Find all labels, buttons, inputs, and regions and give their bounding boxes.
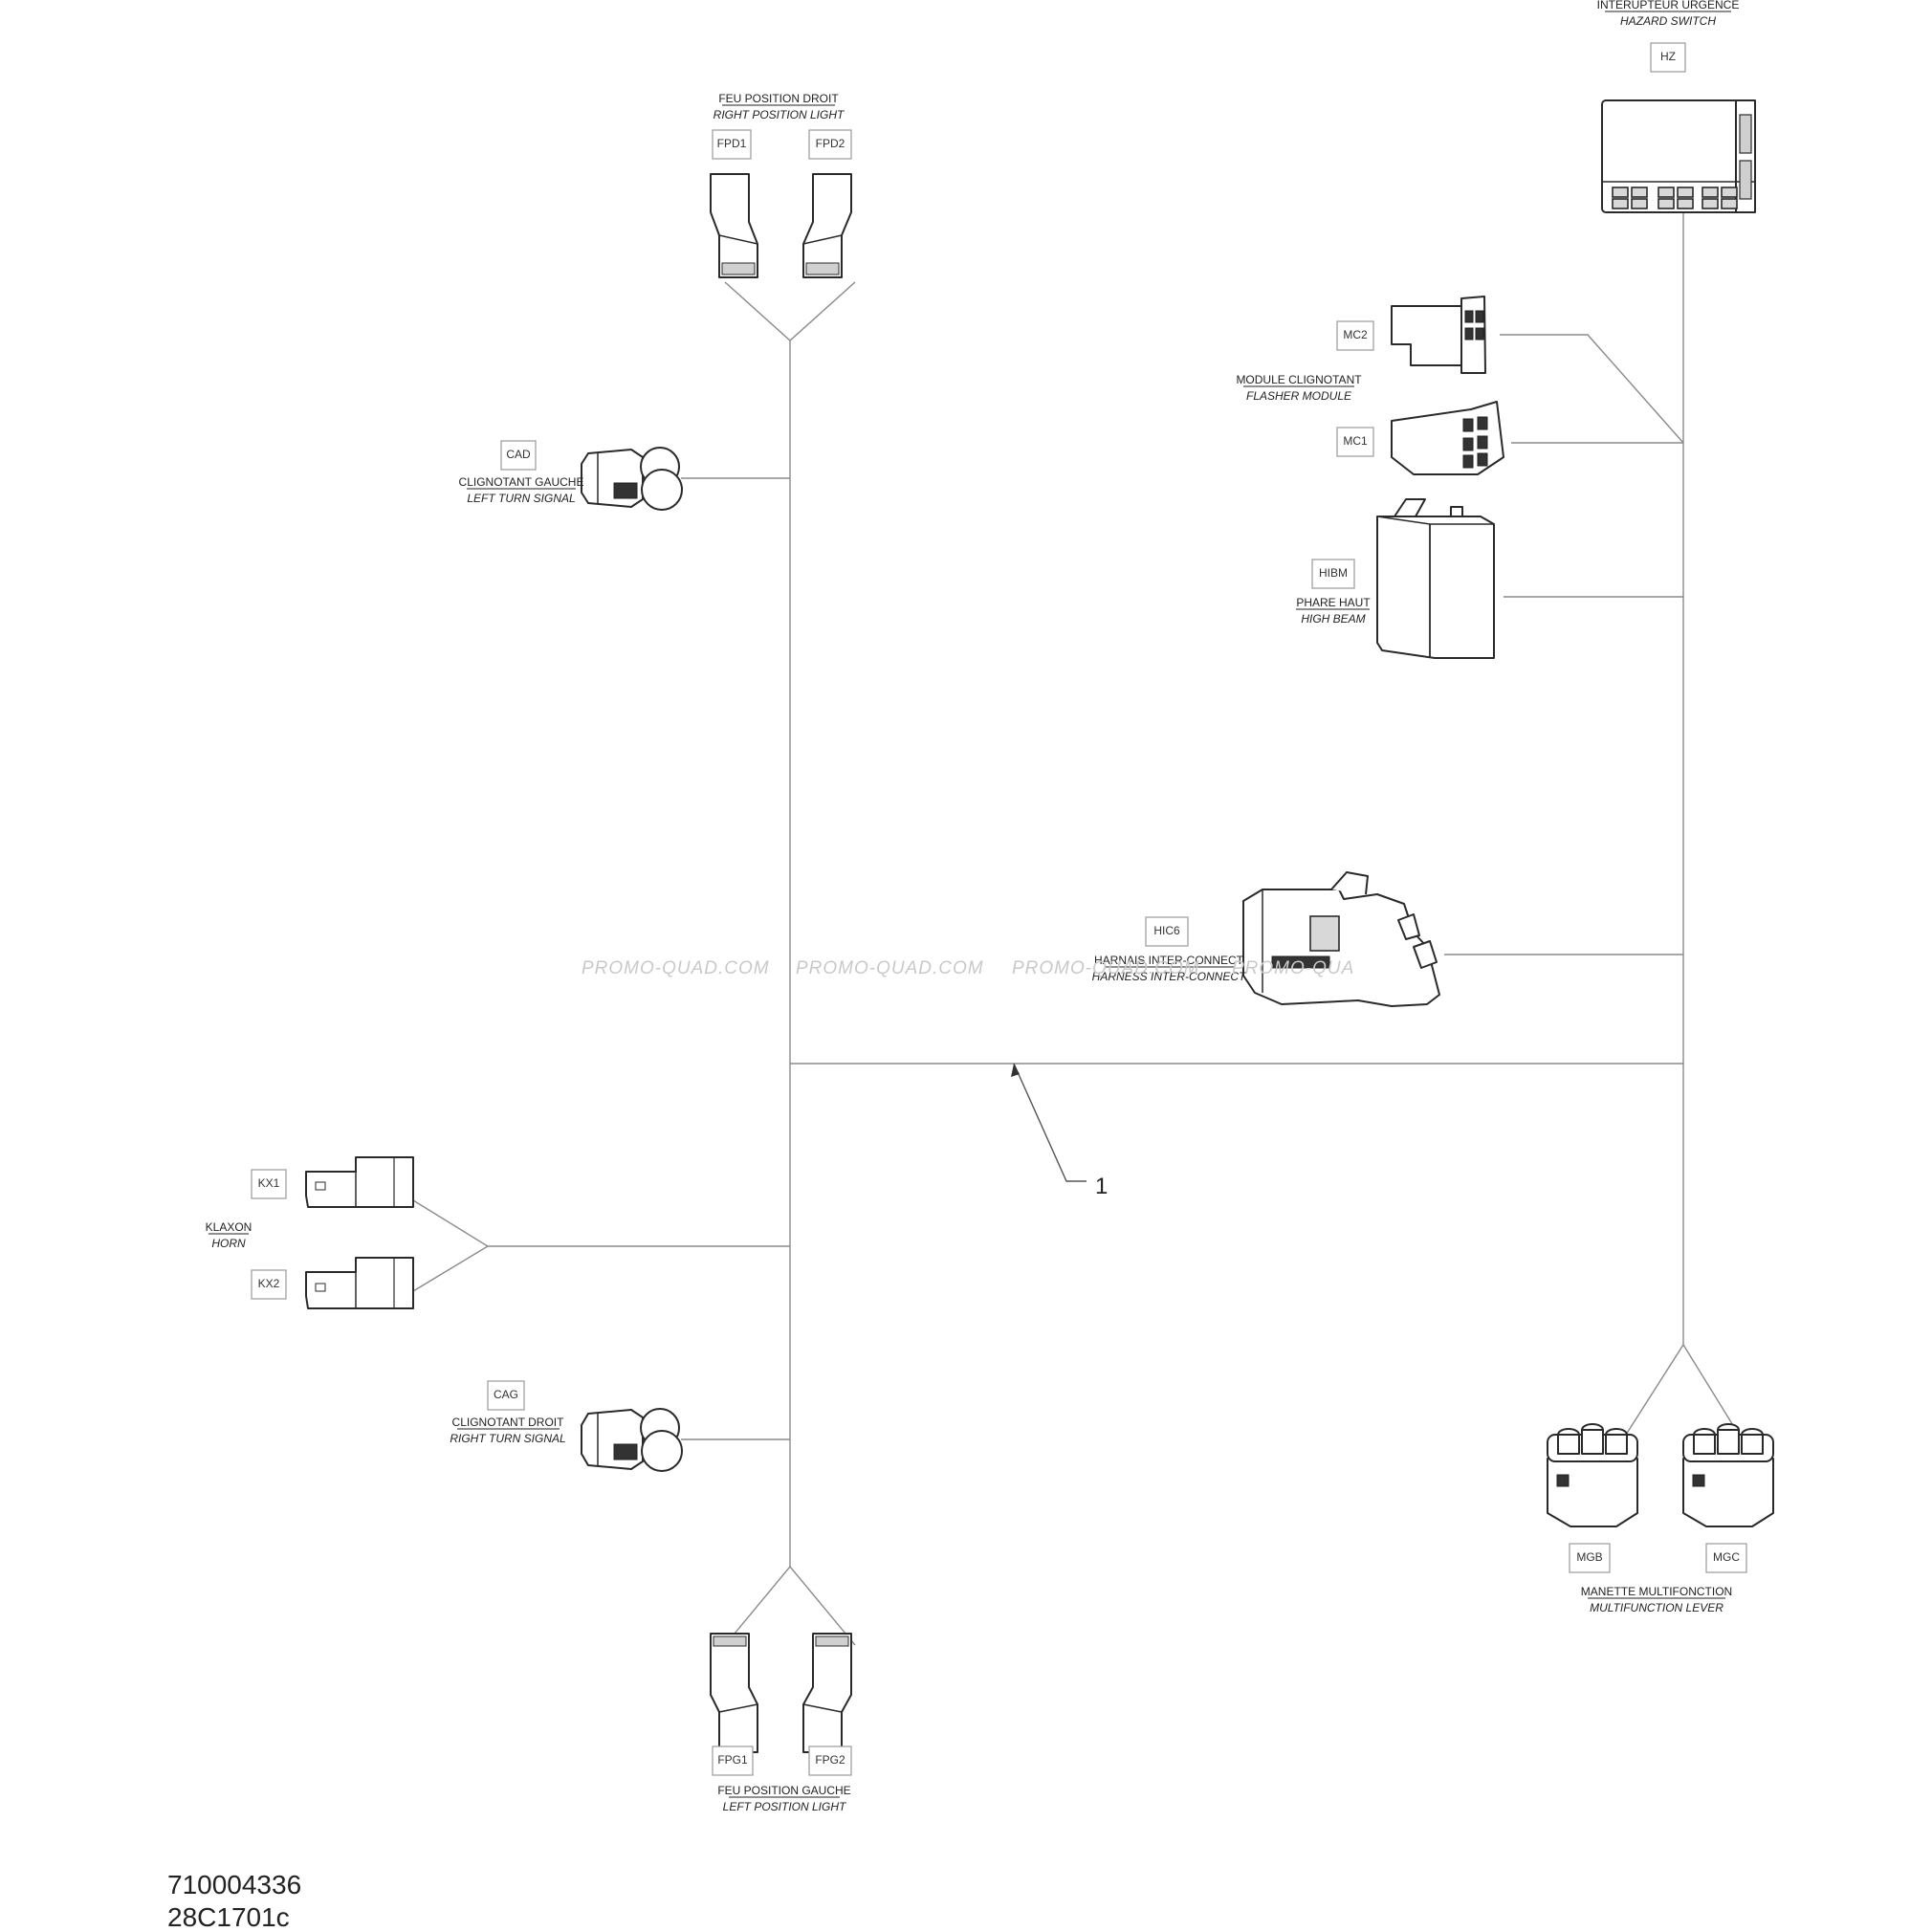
callout-number: 1 [1095,1174,1108,1199]
tag-hic6: HIC6 [1145,916,1189,947]
hic6-connector[interactable] [1242,871,1440,1007]
fpg2-connector[interactable] [802,1633,852,1753]
fpg1-connector[interactable] [710,1633,758,1753]
label-horn-en: HORN [211,1237,246,1250]
tag-cad-text: CAD [506,448,531,461]
kx1-connector[interactable] [305,1156,414,1208]
tag-hibm-text: HIBM [1319,566,1348,580]
label-left-position-light: FEU POSITION GAUCHE LEFT POSITION LIGHT [717,1784,850,1813]
tag-mgb-text: MGB [1576,1550,1602,1564]
tag-kx1-text: KX1 [258,1176,280,1190]
tag-kx1: KX1 [251,1169,287,1199]
document-id: 710004336 28C1701c [167,1870,301,1932]
watermark-text-1: PROMO-QUAD.COM [582,958,770,978]
tag-kx2: KX2 [251,1269,287,1300]
label-mfl-en: MULTIFUNCTION LEVER [1590,1601,1723,1614]
tag-cag-text: CAG [494,1388,518,1401]
label-highbeam-en: HIGH BEAM [1301,612,1365,626]
kx2-connector[interactable] [305,1257,414,1309]
watermark-text-2: PROMO-QUAD.COM [796,958,984,978]
tag-mc1-text: MC1 [1343,434,1368,448]
tag-mc1: MC1 [1336,427,1374,457]
tag-kx2-text: KX2 [258,1277,280,1290]
label-hazard-en: HAZARD SWITCH [1620,14,1716,28]
hibm-relay[interactable] [1376,498,1495,659]
label-horn: KLAXON HORN [206,1220,252,1250]
label-hazard-switch: INTERUPTEUR URGENCE HAZARD SWITCH [1597,0,1740,28]
tag-mgc-text: MGC [1713,1550,1740,1564]
drawing-code: 28C1701c [167,1902,290,1932]
tag-fpd1-text: FPD1 [717,137,747,150]
tag-mgc: MGC [1705,1543,1747,1573]
mc2-connector[interactable] [1391,296,1486,374]
label-lts-en: LEFT TURN SIGNAL [467,492,575,505]
label-rpl-fr: FEU POSITION DROIT [718,92,839,105]
fpd1-connector[interactable] [710,173,758,278]
label-harness-fr: HARNAIS INTER-CONNECT [1094,954,1244,967]
tag-fpg2: FPG2 [808,1745,852,1776]
label-flasher-module: MODULE CLIGNOTANT FLASHER MODULE [1236,373,1362,403]
label-harness-inter-connect: HARNAIS INTER-CONNECT HARNESS INTER-CONN… [1092,954,1247,983]
part-number: 710004336 [167,1870,301,1899]
fpd2-connector[interactable] [802,173,852,278]
label-right-position-light: FEU POSITION DROIT RIGHT POSITION LIGHT [714,92,845,121]
mgb-connector[interactable] [1547,1423,1638,1527]
label-lpl-fr: FEU POSITION GAUCHE [717,1784,850,1797]
label-left-turn-signal: CLIGNOTANT GAUCHE LEFT TURN SIGNAL [459,475,584,505]
tag-fpg1-text: FPG1 [717,1753,748,1767]
watermark-text-3: PROMO-QUAD.COM [1012,958,1200,978]
watermark: PROMO-QUAD.COM PROMO-QUAD.COM PROMO-QUAD… [582,958,1354,978]
label-hazard-fr: INTERUPTEUR URGENCE [1597,0,1740,11]
label-horn-fr: KLAXON [206,1220,252,1234]
tag-hz-text: HZ [1660,50,1676,63]
label-lpl-en: LEFT POSITION LIGHT [723,1800,847,1813]
tag-fpg1: FPG1 [712,1745,754,1776]
label-flasher-fr: MODULE CLIGNOTANT [1236,373,1362,386]
label-highbeam-fr: PHARE HAUT [1296,596,1371,609]
tag-mc2: MC2 [1336,320,1374,351]
callout-item-1: 1 [1011,1063,1108,1199]
tag-fpd2-text: FPD2 [816,137,845,150]
label-lts-fr: CLIGNOTANT GAUCHE [459,475,584,489]
label-right-turn-signal: CLIGNOTANT DROIT RIGHT TURN SIGNAL [450,1416,565,1445]
label-harness-en: HARNESS INTER-CONNECT [1092,970,1247,983]
hazard-switch-connector[interactable] [1601,99,1756,213]
harness-wires [412,212,1740,1646]
label-flasher-en: FLASHER MODULE [1246,389,1352,403]
label-rts-fr: CLIGNOTANT DROIT [452,1416,565,1429]
label-rts-en: RIGHT TURN SIGNAL [450,1432,565,1445]
label-high-beam: PHARE HAUT HIGH BEAM [1296,596,1371,626]
mc1-connector[interactable] [1391,401,1504,475]
label-rpl-en: RIGHT POSITION LIGHT [714,108,845,121]
tag-fpg2-text: FPG2 [815,1753,845,1767]
label-multifunction-lever: MANETTE MULTIFONCTION MULTIFUNCTION LEVE… [1581,1585,1732,1614]
label-mfl-fr: MANETTE MULTIFONCTION [1581,1585,1732,1598]
cag-connector[interactable] [581,1408,683,1472]
tag-hz: HZ [1650,42,1686,73]
tag-hic6-text: HIC6 [1153,924,1180,937]
tag-fpd1: FPD1 [712,129,752,160]
mgc-connector[interactable] [1682,1423,1774,1527]
tag-cag: CAG [487,1380,525,1411]
tag-mc2-text: MC2 [1343,328,1368,341]
tag-hibm: HIBM [1311,559,1355,589]
tag-cad: CAD [500,440,537,471]
watermark-text-4: PROMO-QUA [1232,958,1354,978]
cad-connector[interactable] [581,447,683,511]
tag-mgb: MGB [1569,1543,1611,1573]
tag-fpd2: FPD2 [808,129,852,160]
